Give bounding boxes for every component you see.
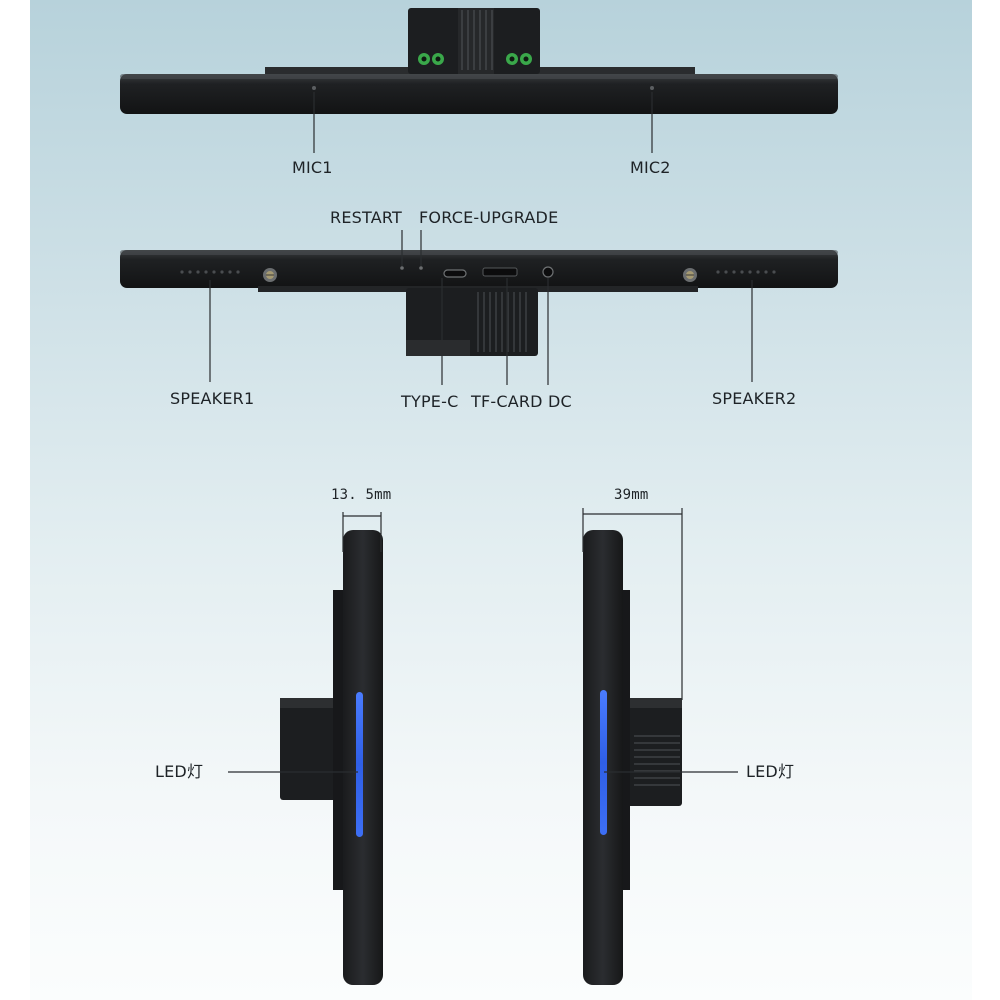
screw-right	[683, 268, 697, 282]
force-upgrade-label: FORCE-UPGRADE	[419, 208, 559, 227]
top-leader-lines	[313, 92, 653, 153]
bottom-leader-lines	[209, 230, 753, 385]
speaker1-label: SPEAKER1	[170, 389, 255, 408]
mount-vent-fins	[461, 10, 493, 70]
left-mount-block	[280, 698, 346, 800]
led-right-label: LED灯	[746, 762, 795, 781]
type-c-label: TYPE-C	[401, 392, 459, 411]
bottom-mount-block	[406, 288, 538, 356]
left-margin	[0, 0, 30, 1000]
right-dimension-lines	[582, 508, 738, 773]
screw-left	[263, 268, 277, 282]
mic1-label: MIC1	[292, 158, 333, 177]
tf-card-slot	[482, 267, 518, 277]
left-dimension-lines	[228, 512, 382, 773]
top-bar-body	[120, 74, 838, 114]
right-led-strip	[600, 690, 607, 835]
bottom-bar-body	[120, 250, 838, 288]
bottom-view-device	[120, 250, 838, 356]
right-margin	[972, 0, 1000, 1000]
speaker1-grille	[180, 270, 240, 274]
speaker2-grille	[716, 270, 776, 274]
led-left-label: LED灯	[155, 762, 204, 781]
left-side-view-device	[280, 530, 383, 985]
dc-port	[542, 266, 554, 278]
right-vent-fins	[634, 735, 680, 786]
right-mount-block	[622, 698, 682, 806]
dc-label: DC	[548, 392, 572, 411]
tf-card-label: TF-CARD	[471, 392, 543, 411]
restart-hole	[400, 266, 404, 270]
bottom-vent-fins	[477, 292, 527, 352]
type-c-port	[443, 269, 467, 278]
mount-screw-right	[506, 53, 532, 65]
top-view-device	[120, 8, 838, 114]
mic2-label: MIC2	[630, 158, 671, 177]
left-led-strip	[356, 692, 363, 837]
right-side-view-device	[583, 530, 682, 985]
mic2-hole	[650, 86, 654, 90]
speaker2-label: SPEAKER2	[712, 389, 797, 408]
mic1-hole	[312, 86, 316, 90]
restart-label: RESTART	[330, 208, 402, 227]
force-upgrade-hole	[419, 266, 423, 270]
mount-screw-left	[418, 53, 444, 65]
depth-front-dimension: 13. 5mm	[331, 487, 392, 503]
depth-back-dimension: 39mm	[614, 487, 649, 503]
